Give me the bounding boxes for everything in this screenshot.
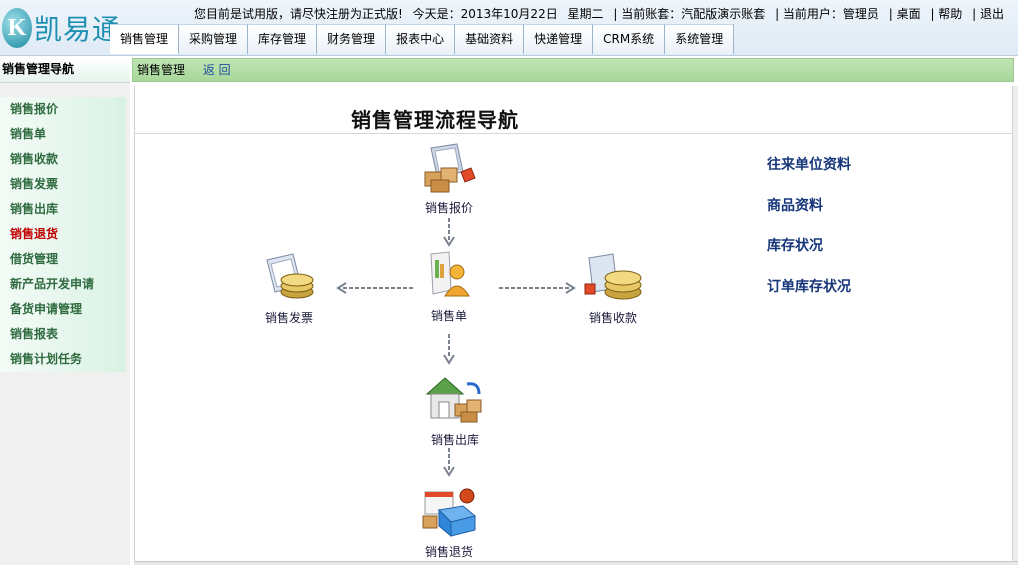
sidebar-item-sales-report[interactable]: 销售报表: [10, 327, 59, 341]
link-inventory-status[interactable]: 库存状况: [767, 238, 823, 254]
title-divider: [135, 133, 1013, 134]
top-info-bar: 您目前是试用版，请尽快注册为正式版! 今天是：2013年10月22日 星期二 |…: [188, 5, 1004, 22]
invoice-icon: [266, 253, 314, 299]
sidebar: 销售管理导航 销售报价 销售单 销售收款 销售发票 销售出库 销售退货 借货管理…: [0, 57, 130, 565]
menu-reports[interactable]: 报表中心: [386, 24, 456, 54]
order-label: 销售单: [430, 309, 467, 323]
flow-node-outbound[interactable]: 销售出库: [419, 374, 491, 448]
logout-link[interactable]: | 退出: [972, 7, 1004, 21]
flow-node-quote[interactable]: 销售报价: [413, 142, 485, 216]
quote-label: 销售报价: [424, 201, 473, 215]
trial-notice: 您目前是试用版，请尽快注册为正式版!: [193, 7, 403, 21]
horizontal-scrollbar[interactable]: [134, 561, 1018, 565]
sidebar-list: 销售报价 销售单 销售收款 销售发票 销售出库 销售退货 借货管理 新产品开发申…: [0, 97, 126, 372]
help-link[interactable]: | 帮助: [930, 7, 963, 21]
logo-mark: K: [2, 8, 32, 48]
sidebar-item-sales-receipt[interactable]: 销售收款: [10, 152, 59, 166]
flow-node-return[interactable]: 销售退货: [413, 486, 485, 560]
sidebar-item-sales-plan[interactable]: 销售计划任务: [10, 352, 83, 366]
vertical-scrollbar[interactable]: [1012, 86, 1018, 561]
sidebar-item-sales-quote[interactable]: 销售报价: [10, 102, 59, 116]
breadcrumb: 销售管理 返 回: [132, 58, 1014, 82]
quick-links: 往来单位资料 商品资料 库存状况 订单库存状况: [767, 154, 851, 316]
app-header: K 凯易通 您目前是试用版，请尽快注册为正式版! 今天是：2013年10月22日…: [0, 0, 1018, 56]
sidebar-item-loan-management[interactable]: 借货管理: [10, 252, 59, 266]
arrow-down-icon: [443, 448, 455, 477]
flow-node-invoice[interactable]: 销售发票: [253, 252, 325, 326]
flow-node-receipt[interactable]: 销售收款: [577, 252, 649, 326]
receipt-label: 销售收款: [588, 311, 637, 325]
menu-inventory[interactable]: 库存管理: [248, 24, 318, 54]
outbound-label: 销售出库: [430, 433, 479, 447]
sidebar-item-new-product-request[interactable]: 新产品开发申请: [10, 277, 95, 291]
sidebar-item-sales-outbound[interactable]: 销售出库: [10, 202, 59, 216]
menu-purchase[interactable]: 采购管理: [179, 24, 249, 54]
menu-crm[interactable]: CRM系统: [593, 24, 666, 54]
back-link[interactable]: 返 回: [202, 63, 231, 77]
main-menu: 销售管理 采购管理 库存管理 财务管理 报表中心 基础资料 快递管理 CRM系统…: [110, 24, 735, 54]
weekday: 星期二: [567, 7, 604, 21]
current-account: | 当前账套：汽配版演示账套: [613, 7, 766, 21]
sidebar-item-stock-request[interactable]: 备货申请管理: [10, 302, 83, 316]
app-logo: K 凯易通: [2, 6, 121, 50]
warehouse-icon: [425, 377, 482, 423]
link-order-inventory-status[interactable]: 订单库存状况: [767, 278, 851, 295]
invoice-label: 销售发票: [264, 311, 313, 325]
link-product-info[interactable]: 商品资料: [767, 197, 823, 214]
link-partner-info[interactable]: 往来单位资料: [767, 157, 851, 173]
desktop-link[interactable]: | 桌面: [888, 7, 921, 21]
breadcrumb-current: 销售管理: [137, 63, 186, 77]
arrow-down-icon: [443, 218, 455, 247]
menu-finance[interactable]: 财务管理: [317, 24, 387, 54]
sidebar-item-sales-invoice[interactable]: 销售发票: [10, 177, 59, 191]
sidebar-item-sales-order[interactable]: 销售单: [10, 127, 47, 141]
order-icon: [430, 251, 470, 297]
arrow-left-icon: [336, 282, 413, 294]
page-title: 销售管理流程导航: [351, 108, 519, 132]
quote-icon: [424, 143, 476, 193]
menu-express[interactable]: 快递管理: [524, 24, 594, 54]
flow-panel: 销售管理流程导航 销售报价 销售单: [134, 86, 1013, 561]
menu-sales[interactable]: 销售管理: [110, 24, 180, 54]
return-icon: [422, 488, 477, 538]
sidebar-title: 销售管理导航: [0, 57, 130, 83]
menu-system[interactable]: 系统管理: [665, 24, 735, 54]
logo-text: 凯易通: [34, 13, 122, 46]
flow-node-order[interactable]: 销售单: [413, 250, 485, 324]
arrow-right-icon: [499, 282, 576, 294]
today-date: 今天是：2013年10月22日: [412, 7, 558, 21]
receipt-icon: [584, 253, 642, 300]
arrow-down-icon: [443, 334, 455, 365]
return-label: 销售退货: [424, 545, 473, 559]
current-user: | 当前用户：管理员: [775, 7, 879, 21]
menu-basic-data[interactable]: 基础资料: [455, 24, 525, 54]
sidebar-item-sales-return[interactable]: 销售退货: [10, 227, 59, 241]
